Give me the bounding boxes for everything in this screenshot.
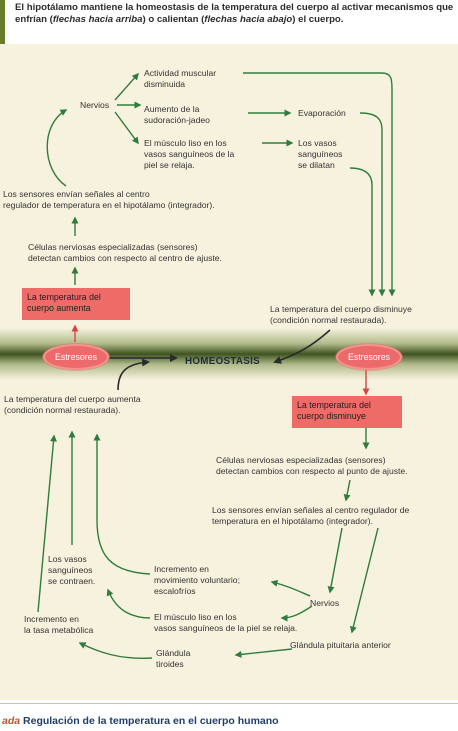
estresores-burst-left: Estresores: [45, 346, 107, 368]
result-warming-label: La temperatura del cuerpo aumenta(condic…: [4, 394, 141, 415]
figure-caption: ada Regulación de la temperatura en el c…: [0, 711, 458, 731]
nervios-label-cooling: Nervios: [80, 100, 110, 110]
sensores-label-warming: Los sensores envían señales al centro re…: [212, 505, 410, 526]
result-cooling-label: La temperatura del cuerpo disminuye(cond…: [270, 304, 412, 325]
homeostasis-label: HOMEOSTASIS: [185, 356, 260, 367]
caption-label: ada: [2, 715, 21, 727]
arrow-sensors-to-nervios-loop: [46, 109, 68, 187]
arrow-sensors-to-pituitaria: [349, 527, 379, 634]
arrow-nervios-to-musculo: [114, 111, 139, 145]
arrow-evaporacion-to-result: [359, 112, 386, 297]
caption-rule: [0, 703, 458, 704]
header-text-part: ) o calientan (: [142, 14, 205, 25]
arrow-dilatan-to-result: [349, 167, 376, 297]
nervios-label-warming: Nervios: [310, 598, 340, 608]
arrow-nervios-to-movimiento: [270, 579, 311, 597]
arrow-actividad-to-result: [243, 72, 396, 297]
arrow-cells-to-sensors-down: [343, 479, 351, 502]
estresores-burst-right: Estresores: [338, 346, 400, 368]
arrow-result-warm-to-homeostasis: [117, 358, 150, 391]
header-text: El hipotálamo mantiene la homeostasis de…: [15, 2, 458, 26]
arrow-musculo-to-contraen: [106, 588, 151, 619]
evaporacion-label: Evaporación: [298, 108, 346, 118]
arrow-metabolica-up: [37, 434, 57, 613]
arrow-pituitaria-to-tiroides: [234, 648, 293, 658]
celulas-label-warming: Células nerviosas especializadas (sensor…: [216, 455, 408, 476]
header-text-part: El hipotálamo mantiene la homeostasis de…: [15, 2, 454, 25]
header-emphasis-up: flechas hacia arriba: [52, 14, 143, 25]
arrow-sensors-to-nervios: [327, 527, 343, 594]
arrow-movimiento-up: [93, 433, 151, 575]
celulas-label-cooling: Células nerviosas especializadas (sensor…: [28, 242, 222, 263]
pituitaria-label: Glándula pituitaria anterior: [290, 640, 391, 650]
header-text-part: ) el cuerpo.: [292, 14, 344, 25]
caption-title: Regulación de la temperatura en el cuerp…: [23, 715, 279, 727]
arrow-nervios-to-actividad: [114, 72, 139, 101]
arrow-tiroides-to-metabolica: [78, 642, 153, 660]
arrow-nervios-to-musculo-down: [280, 605, 313, 622]
figure-header: El hipotálamo mantiene la homeostasis de…: [0, 0, 458, 44]
arrow-result-to-homeostasis: [273, 329, 331, 364]
header-emphasis-down: flechas hacia abajo: [204, 14, 293, 25]
